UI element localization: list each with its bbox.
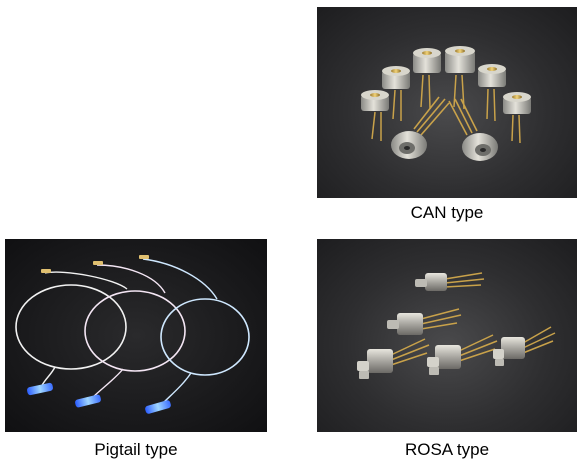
blue-connector-3	[145, 400, 171, 414]
upright-can-1	[361, 90, 389, 141]
lying-can-left	[391, 96, 450, 159]
rosa-type-illustration	[357, 272, 556, 379]
upright-can-2	[382, 66, 410, 121]
rosa-type-photo	[317, 239, 577, 432]
rosa-module-4	[427, 334, 498, 375]
can-type-caption: CAN type	[410, 203, 484, 222]
pigtail-type-photo	[5, 239, 267, 432]
blue-connector-1	[27, 382, 53, 396]
pigtail-type-illustration	[15, 255, 250, 414]
rosa-module-1	[415, 272, 485, 291]
can-type-photo	[317, 7, 577, 198]
lying-can-right	[448, 98, 498, 161]
can-type-illustration	[361, 46, 531, 161]
rosa-type-caption: ROSA type	[404, 440, 490, 459]
rosa-module-5	[493, 326, 556, 366]
upright-can-3	[413, 48, 441, 110]
upright-can-5	[478, 64, 506, 122]
rosa-module-2	[387, 308, 462, 335]
upright-can-4	[445, 46, 475, 110]
pigtail-type-caption: Pigtail type	[94, 440, 178, 459]
rosa-module-3	[357, 338, 430, 379]
blue-connector-2	[75, 394, 101, 408]
upright-can-6	[503, 92, 531, 144]
